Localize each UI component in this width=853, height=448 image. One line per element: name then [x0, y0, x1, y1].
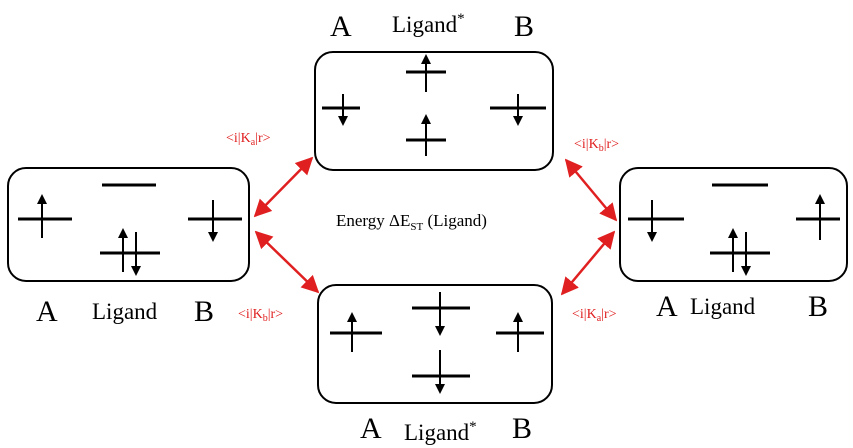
top-state-box	[314, 51, 554, 171]
coupling-label-ka-top-left: <i|Ka|r>	[226, 131, 271, 148]
bottom-label-ligand: Ligand*	[404, 419, 477, 445]
bottom-label-b: B	[512, 412, 532, 445]
double-headed-arrow-icon	[253, 156, 314, 218]
double-headed-arrow-icon	[564, 158, 618, 222]
top-label-a: A	[330, 10, 352, 43]
top-label-ligand: Ligand*	[392, 11, 465, 37]
coupling-label-ka-bottom-right: <i|Ka|r>	[572, 307, 617, 324]
right-label-ligand: Ligand	[690, 294, 756, 319]
left-label-b: B	[194, 295, 214, 328]
left-label-ligand: Ligand	[92, 299, 158, 324]
top-label-b: B	[514, 10, 534, 43]
right-label-b: B	[808, 290, 828, 323]
coupling-label-kb-top-right: <i|Kb|r>	[574, 137, 619, 154]
double-headed-arrow-icon	[560, 230, 616, 296]
coupling-label-kb-bottom-left: <i|Kb|r>	[238, 307, 283, 324]
bottom-state-box	[317, 284, 553, 404]
energy-gap-label: Energy ΔEST (Ligand)	[336, 211, 487, 233]
bottom-label-a: A	[360, 412, 382, 445]
right-label-a: A	[656, 290, 678, 323]
left-state-box	[7, 167, 250, 282]
right-state-box	[619, 167, 848, 282]
double-headed-arrow-icon	[254, 230, 320, 294]
left-label-a: A	[36, 295, 58, 328]
